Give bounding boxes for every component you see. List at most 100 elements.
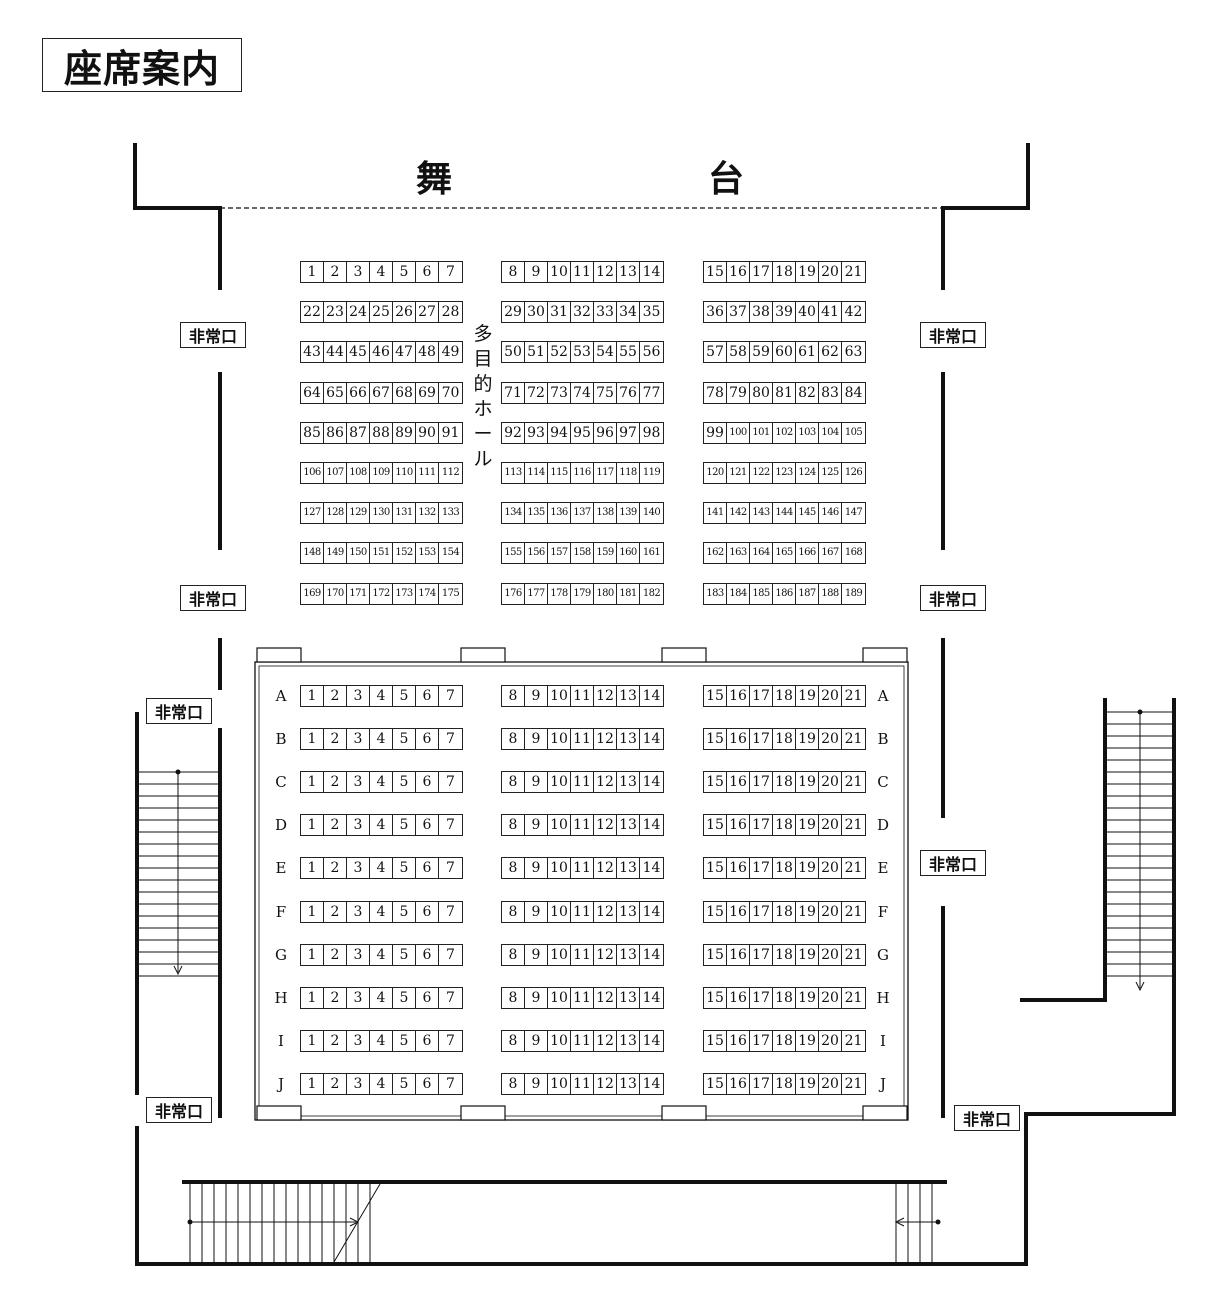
seat[interactable]: 7 xyxy=(446,1075,455,1092)
seat[interactable]: 19 xyxy=(796,686,819,706)
seat[interactable]: 15 xyxy=(704,944,727,965)
seat[interactable]: 5 xyxy=(393,772,416,793)
seat[interactable]: 11 xyxy=(571,1030,594,1051)
seat[interactable]: 14 xyxy=(642,688,661,704)
seat[interactable]: 14 xyxy=(642,1032,661,1049)
seat[interactable]: 98 xyxy=(642,424,661,441)
seat[interactable]: 45 xyxy=(347,342,370,363)
seat[interactable]: 153 xyxy=(416,543,439,564)
seat[interactable]: 158 xyxy=(571,543,594,564)
seat[interactable]: 19 xyxy=(796,1073,819,1094)
seat[interactable]: 53 xyxy=(571,342,594,363)
seat[interactable]: 101 xyxy=(750,422,773,443)
seat[interactable]: 17 xyxy=(750,686,773,706)
seat[interactable]: 14 xyxy=(642,860,661,877)
seat[interactable]: 185 xyxy=(750,583,773,604)
seat[interactable]: 6 xyxy=(416,772,439,793)
seat[interactable]: 7 xyxy=(446,989,455,1006)
seat[interactable]: 20 xyxy=(819,1030,842,1051)
seat[interactable]: 7 xyxy=(446,817,455,834)
seat[interactable]: 2 xyxy=(324,772,347,793)
seat[interactable]: 102 xyxy=(773,422,796,443)
seat[interactable]: 3 xyxy=(347,262,370,282)
seat[interactable]: 5 xyxy=(393,1073,416,1094)
seat[interactable]: 118 xyxy=(617,463,640,483)
seat[interactable]: 5 xyxy=(393,901,416,922)
seat[interactable]: 111 xyxy=(416,463,439,483)
seat[interactable]: 7 xyxy=(446,903,455,920)
seat[interactable]: 20 xyxy=(819,901,842,922)
seat[interactable]: 6 xyxy=(416,901,439,922)
seat[interactable]: 10 xyxy=(548,1073,571,1094)
seat[interactable]: 41 xyxy=(819,302,842,323)
seat[interactable]: 20 xyxy=(819,858,842,879)
seat[interactable]: 97 xyxy=(617,422,640,443)
seat[interactable]: 13 xyxy=(617,262,640,282)
seat[interactable]: 25 xyxy=(370,302,393,323)
seat[interactable]: 4 xyxy=(370,987,393,1008)
seat[interactable]: 9 xyxy=(525,262,548,282)
seat[interactable]: 1 xyxy=(301,1073,324,1094)
seat[interactable]: 17 xyxy=(750,987,773,1008)
seat[interactable]: 5 xyxy=(393,1030,416,1051)
seat[interactable]: 88 xyxy=(370,422,393,443)
seat[interactable]: 16 xyxy=(727,815,750,836)
seat[interactable]: 85 xyxy=(301,422,324,443)
seat[interactable]: 81 xyxy=(773,382,796,403)
seat[interactable]: 87 xyxy=(347,422,370,443)
seat[interactable]: 28 xyxy=(441,304,460,321)
seat[interactable]: 141 xyxy=(704,503,727,524)
seat[interactable]: 17 xyxy=(750,262,773,282)
seat[interactable]: 5 xyxy=(393,944,416,965)
seat[interactable]: 10 xyxy=(548,944,571,965)
seat[interactable]: 21 xyxy=(844,817,863,834)
seat[interactable]: 13 xyxy=(617,944,640,965)
seat[interactable]: 135 xyxy=(525,503,548,524)
seat[interactable]: 133 xyxy=(441,507,460,519)
seat[interactable]: 3 xyxy=(347,987,370,1008)
seat[interactable]: 7 xyxy=(446,731,455,748)
seat[interactable]: 2 xyxy=(324,815,347,836)
seat[interactable]: 8 xyxy=(502,262,525,282)
seat[interactable]: 4 xyxy=(370,1030,393,1051)
seat[interactable]: 14 xyxy=(642,946,661,963)
seat[interactable]: 182 xyxy=(642,587,661,599)
seat[interactable]: 149 xyxy=(324,543,347,564)
seat[interactable]: 52 xyxy=(548,342,571,363)
seat[interactable]: 6 xyxy=(416,987,439,1008)
seat[interactable]: 6 xyxy=(416,1073,439,1094)
seat[interactable]: 20 xyxy=(819,686,842,706)
seat[interactable]: 12 xyxy=(594,901,617,922)
seat[interactable]: 8 xyxy=(502,1030,525,1051)
seat[interactable]: 162 xyxy=(704,543,727,564)
seat[interactable]: 13 xyxy=(617,901,640,922)
seat[interactable]: 21 xyxy=(844,946,863,963)
seat[interactable]: 23 xyxy=(324,302,347,323)
seat[interactable]: 13 xyxy=(617,772,640,793)
seat[interactable]: 9 xyxy=(525,1030,548,1051)
seat[interactable]: 17 xyxy=(750,1030,773,1051)
seat[interactable]: 4 xyxy=(370,901,393,922)
seat[interactable]: 27 xyxy=(416,302,439,323)
seat[interactable]: 10 xyxy=(548,858,571,879)
seat[interactable]: 154 xyxy=(441,547,460,559)
seat[interactable]: 5 xyxy=(393,262,416,282)
seat[interactable]: 21 xyxy=(844,688,863,704)
seat[interactable]: 2 xyxy=(324,262,347,282)
seat[interactable]: 5 xyxy=(393,987,416,1008)
seat[interactable]: 178 xyxy=(548,583,571,604)
seat[interactable]: 75 xyxy=(594,382,617,403)
seat[interactable]: 51 xyxy=(525,342,548,363)
seat[interactable]: 14 xyxy=(642,903,661,920)
seat[interactable]: 71 xyxy=(502,382,525,403)
seat[interactable]: 100 xyxy=(727,422,750,443)
seat[interactable]: 66 xyxy=(347,382,370,403)
seat[interactable]: 7 xyxy=(446,1032,455,1049)
seat[interactable]: 38 xyxy=(750,302,773,323)
seat[interactable]: 19 xyxy=(796,729,819,750)
seat[interactable]: 9 xyxy=(525,686,548,706)
seat[interactable]: 11 xyxy=(571,1073,594,1094)
seat[interactable]: 139 xyxy=(617,503,640,524)
seat[interactable]: 90 xyxy=(416,422,439,443)
seat[interactable]: 160 xyxy=(617,543,640,564)
